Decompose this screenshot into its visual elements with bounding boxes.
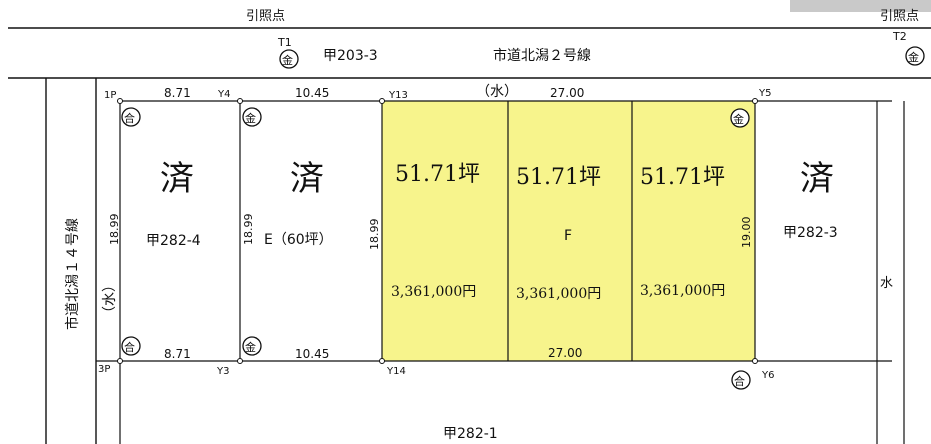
svg-text:金: 金 [908, 50, 919, 64]
svg-text:合: 合 [124, 111, 135, 125]
lot1-parcel-number: 甲282-4 [146, 233, 201, 249]
point-label-y4: Y4 [217, 89, 230, 100]
highlight-width-top: 27.00 [550, 86, 584, 100]
point-label-y14: Y14 [386, 366, 406, 377]
corner-point-y6 [752, 358, 758, 364]
svg-text:金: 金 [733, 112, 744, 126]
lot1-status: 済 [160, 159, 194, 199]
point-label-t1: T1 [277, 36, 292, 49]
gold-marker-icon: 金 [242, 107, 262, 127]
corner-point-3p [117, 358, 123, 364]
svg-text:合: 合 [124, 340, 135, 354]
reference-point-label-right: 引照点 [880, 9, 919, 24]
corner-point-1p [117, 98, 123, 104]
point-label-3p: 3P [98, 364, 110, 375]
corner-point-y5 [752, 98, 758, 104]
reference-point-label-left: 引照点 [246, 9, 285, 24]
lot4-price: 3,361,000円 [516, 286, 601, 302]
lot3-price: 3,361,000円 [391, 284, 476, 300]
lot2-depth-left: 18.99 [242, 214, 255, 246]
corner-point-y3 [237, 358, 243, 364]
water-channel-label-top: （水） [476, 84, 518, 100]
lot4-area: 51.71坪 [516, 165, 601, 190]
svg-text:金: 金 [245, 340, 256, 354]
combined-marker-icon: 合 [121, 107, 141, 127]
combined-marker-icon: 合 [731, 370, 751, 390]
point-label-t2: T2 [892, 30, 907, 43]
lot6-parcel-number: 甲282-3 [783, 225, 838, 241]
point-label-1p: 1P [104, 90, 116, 101]
point-label-y5: Y5 [758, 88, 771, 99]
sale-lots-highlight [382, 101, 755, 361]
water-channel-label-right: 水 [880, 276, 893, 291]
corner-photo-fragment [790, 0, 931, 12]
svg-text:金: 金 [282, 53, 293, 67]
corner-point-y14 [379, 358, 385, 364]
lot1-depth: 18.99 [108, 214, 121, 246]
gold-marker-icon: 金 [242, 336, 262, 356]
gold-marker-icon: 金 [279, 49, 299, 69]
lot6-status: 済 [800, 159, 834, 199]
corner-point-y13 [379, 98, 385, 104]
north-road-name: 市道北潟２号線 [493, 47, 591, 64]
point-label-y3: Y3 [216, 366, 229, 377]
lot3-area: 51.71坪 [395, 162, 480, 187]
lot2-parcel-label: E（60坪） [264, 232, 333, 248]
lot1-width-top: 8.71 [164, 86, 191, 100]
gold-marker-icon: 金 [730, 108, 750, 128]
point-label-y6: Y6 [761, 370, 774, 381]
lot5-price: 3,361,000円 [640, 283, 725, 299]
water-channel-label-left: （水） [102, 278, 118, 320]
gold-marker-icon: 金 [905, 46, 925, 66]
lot5-area: 51.71坪 [640, 165, 725, 190]
point-label-y13: Y13 [388, 90, 408, 101]
lot2-status: 済 [290, 159, 324, 199]
svg-text:合: 合 [734, 374, 745, 388]
west-road-name: 市道北潟１４号線 [64, 218, 81, 330]
lot4-code: F [564, 228, 572, 244]
highlight-width-bottom: 27.00 [548, 346, 582, 360]
lot2-width-bottom: 10.45 [295, 347, 329, 361]
lot2-width-top: 10.45 [295, 86, 329, 100]
parcel-label-bottom: 甲282-1 [443, 426, 498, 442]
combined-marker-icon: 合 [121, 336, 141, 356]
svg-text:金: 金 [245, 111, 256, 125]
parcel-label-top: 甲203-3 [323, 48, 378, 64]
corner-point-y4 [237, 98, 243, 104]
lot1-width-bottom: 8.71 [164, 347, 191, 361]
lot5-depth: 19.00 [740, 217, 753, 249]
lot2-depth-right: 18.99 [368, 219, 381, 251]
